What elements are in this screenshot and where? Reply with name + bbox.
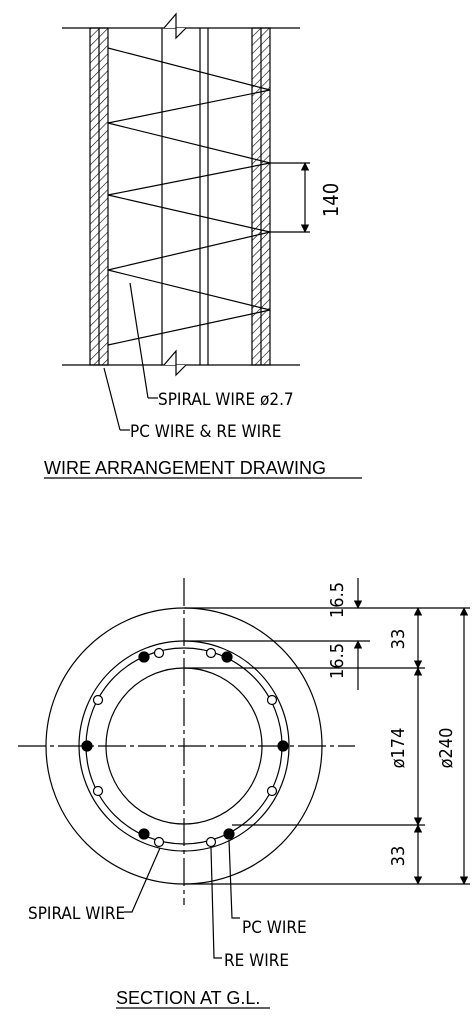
pc-re-wire-label: PC WIRE & RE WIRE xyxy=(130,422,281,442)
spiral-wire-path xyxy=(107,47,271,346)
dim-33-top-label: 33 xyxy=(388,629,409,650)
pc-wire-label: PC WIRE xyxy=(242,918,307,938)
wire-arrangement-drawing xyxy=(44,12,362,479)
break-symbol-bottom xyxy=(163,349,187,377)
re-wire-label: RE WIRE xyxy=(224,951,289,971)
wire-arrangement-title: WIRE ARRANGEMENT DRAWING xyxy=(44,458,326,478)
spiral-wire-section-label: SPIRAL WIRE xyxy=(28,904,125,924)
re-wires xyxy=(92,647,278,848)
section-title: SECTION AT G.L. xyxy=(116,988,260,1008)
dim-33-bottom-label: 33 xyxy=(388,846,409,867)
pitch-dimension-label: 140 xyxy=(319,183,343,217)
spiral-wire-label: SPIRAL WIRE ø2.7 xyxy=(158,390,294,410)
break-symbol-top xyxy=(163,12,187,40)
dim-240-label: ø240 xyxy=(436,728,457,769)
dim-174-label: ø174 xyxy=(388,728,409,769)
dim-16-5-top-label: 16.5 xyxy=(327,582,348,618)
dim-16-5-lower-label: 16.5 xyxy=(327,643,348,679)
pc-wires xyxy=(81,651,289,840)
section-drawing xyxy=(18,578,470,1009)
